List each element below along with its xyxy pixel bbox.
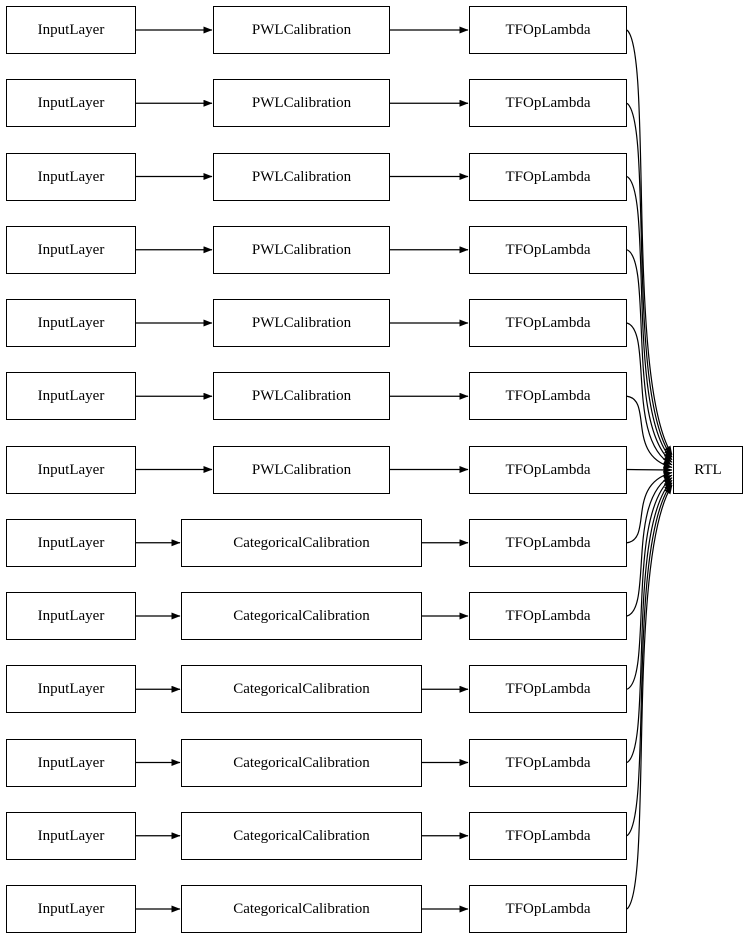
- node-input-layer[interactable]: InputLayer: [6, 153, 136, 201]
- node-input-layer[interactable]: InputLayer: [6, 299, 136, 347]
- node-input-layer[interactable]: InputLayer: [6, 592, 136, 640]
- node-calibration[interactable]: PWLCalibration: [213, 153, 390, 201]
- node-calibration[interactable]: CategoricalCalibration: [181, 519, 422, 567]
- node-tf-op-lambda[interactable]: TFOpLambda: [469, 812, 627, 860]
- node-input-layer[interactable]: InputLayer: [6, 519, 136, 567]
- node-input-layer[interactable]: InputLayer: [6, 226, 136, 274]
- node-tf-op-lambda[interactable]: TFOpLambda: [469, 372, 627, 420]
- node-input-layer[interactable]: InputLayer: [6, 885, 136, 933]
- node-input-layer[interactable]: InputLayer: [6, 665, 136, 713]
- node-input-layer[interactable]: InputLayer: [6, 812, 136, 860]
- node-calibration[interactable]: PWLCalibration: [213, 299, 390, 347]
- node-calibration[interactable]: PWLCalibration: [213, 372, 390, 420]
- node-tf-op-lambda[interactable]: TFOpLambda: [469, 79, 627, 127]
- node-tf-op-lambda[interactable]: TFOpLambda: [469, 299, 627, 347]
- node-tf-op-lambda[interactable]: TFOpLambda: [469, 6, 627, 54]
- node-calibration[interactable]: PWLCalibration: [213, 446, 390, 494]
- node-tf-op-lambda[interactable]: TFOpLambda: [469, 665, 627, 713]
- node-calibration[interactable]: CategoricalCalibration: [181, 739, 422, 787]
- node-calibration[interactable]: CategoricalCalibration: [181, 592, 422, 640]
- node-input-layer[interactable]: InputLayer: [6, 372, 136, 420]
- node-tf-op-lambda[interactable]: TFOpLambda: [469, 226, 627, 274]
- node-tf-op-lambda[interactable]: TFOpLambda: [469, 519, 627, 567]
- node-tf-op-lambda[interactable]: TFOpLambda: [469, 446, 627, 494]
- node-tf-op-lambda[interactable]: TFOpLambda: [469, 739, 627, 787]
- node-input-layer[interactable]: InputLayer: [6, 739, 136, 787]
- node-tf-op-lambda[interactable]: TFOpLambda: [469, 153, 627, 201]
- node-calibration[interactable]: PWLCalibration: [213, 79, 390, 127]
- node-calibration[interactable]: CategoricalCalibration: [181, 665, 422, 713]
- node-input-layer[interactable]: InputLayer: [6, 446, 136, 494]
- node-calibration[interactable]: PWLCalibration: [213, 6, 390, 54]
- node-calibration[interactable]: CategoricalCalibration: [181, 885, 422, 933]
- node-tf-op-lambda[interactable]: TFOpLambda: [469, 885, 627, 933]
- node-input-layer[interactable]: InputLayer: [6, 6, 136, 54]
- node-input-layer[interactable]: InputLayer: [6, 79, 136, 127]
- node-calibration[interactable]: PWLCalibration: [213, 226, 390, 274]
- node-calibration[interactable]: CategoricalCalibration: [181, 812, 422, 860]
- node-rtl-output[interactable]: RTL: [673, 446, 743, 494]
- node-tf-op-lambda[interactable]: TFOpLambda: [469, 592, 627, 640]
